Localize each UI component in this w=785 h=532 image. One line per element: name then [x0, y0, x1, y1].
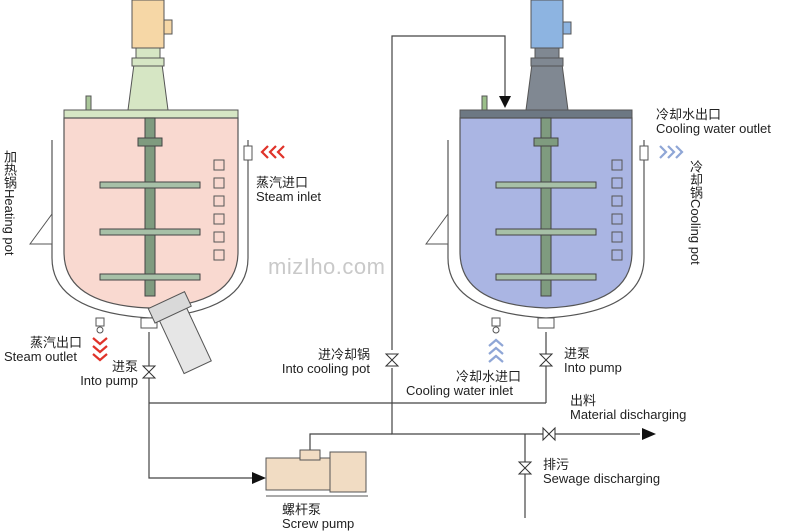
- cooling-gearbox: [525, 63, 569, 111]
- into-pump-right-label: 进泵 Into pump: [564, 346, 622, 375]
- steam-inlet-arrow-icon: [260, 145, 285, 159]
- valve-icon[interactable]: [517, 461, 533, 475]
- heating-gearbox: [127, 63, 169, 111]
- cooling-water-inlet-arrow-icon: [488, 338, 504, 363]
- cooling-water-inlet-label: 冷却水进口 Cooling water inlet: [406, 369, 522, 398]
- screw-pump-label: 螺杆泵 Screw pump: [282, 502, 355, 531]
- into-pump-left-label: 进泵 Into pump: [80, 359, 139, 388]
- valve-icon[interactable]: [384, 353, 400, 367]
- heating-pot-label: 加热锅Heating pot: [2, 150, 17, 256]
- heating-pot: [29, 0, 253, 375]
- cooling-shaft: [540, 117, 552, 297]
- heating-pot-to-pump-pipe: [148, 332, 260, 479]
- valve-icon[interactable]: [538, 353, 554, 367]
- screw-pump: [265, 449, 368, 497]
- sewage-discharging-label: 排污 Sewage discharging: [543, 457, 661, 486]
- cooling-water-outlet-arrow-icon: [659, 145, 684, 159]
- heating-motor: [131, 0, 165, 49]
- valve-icon[interactable]: [141, 365, 157, 379]
- cooling-motor: [530, 0, 564, 49]
- discharge-arrow-icon: [642, 428, 656, 440]
- into-cooling-pot-label: 进冷却锅 Into cooling pot: [281, 347, 371, 376]
- cooling-pot: [425, 0, 649, 334]
- valve-icon[interactable]: [542, 426, 556, 442]
- material-discharging-label: 出料 Material discharging: [570, 393, 687, 422]
- watermark: mizIho.com: [268, 254, 386, 279]
- steam-outlet-arrow-icon: [92, 337, 108, 362]
- into-cooling-pot-pipe: [391, 35, 506, 350]
- feed-arrow-icon: [499, 96, 511, 108]
- steam-outlet-label: 蒸汽出口 Steam outlet: [4, 335, 83, 364]
- steam-inlet-label: 蒸汽进口 Steam inlet: [256, 175, 322, 204]
- heating-shaft: [144, 117, 156, 297]
- cooling-water-outlet-label: 冷却水出口 Cooling water outlet: [656, 107, 771, 136]
- pump-inlet-arrow-icon: [252, 472, 266, 484]
- cooling-pot-label: 冷却锅Cooling pot: [688, 160, 703, 265]
- bottom-motor: [147, 291, 212, 375]
